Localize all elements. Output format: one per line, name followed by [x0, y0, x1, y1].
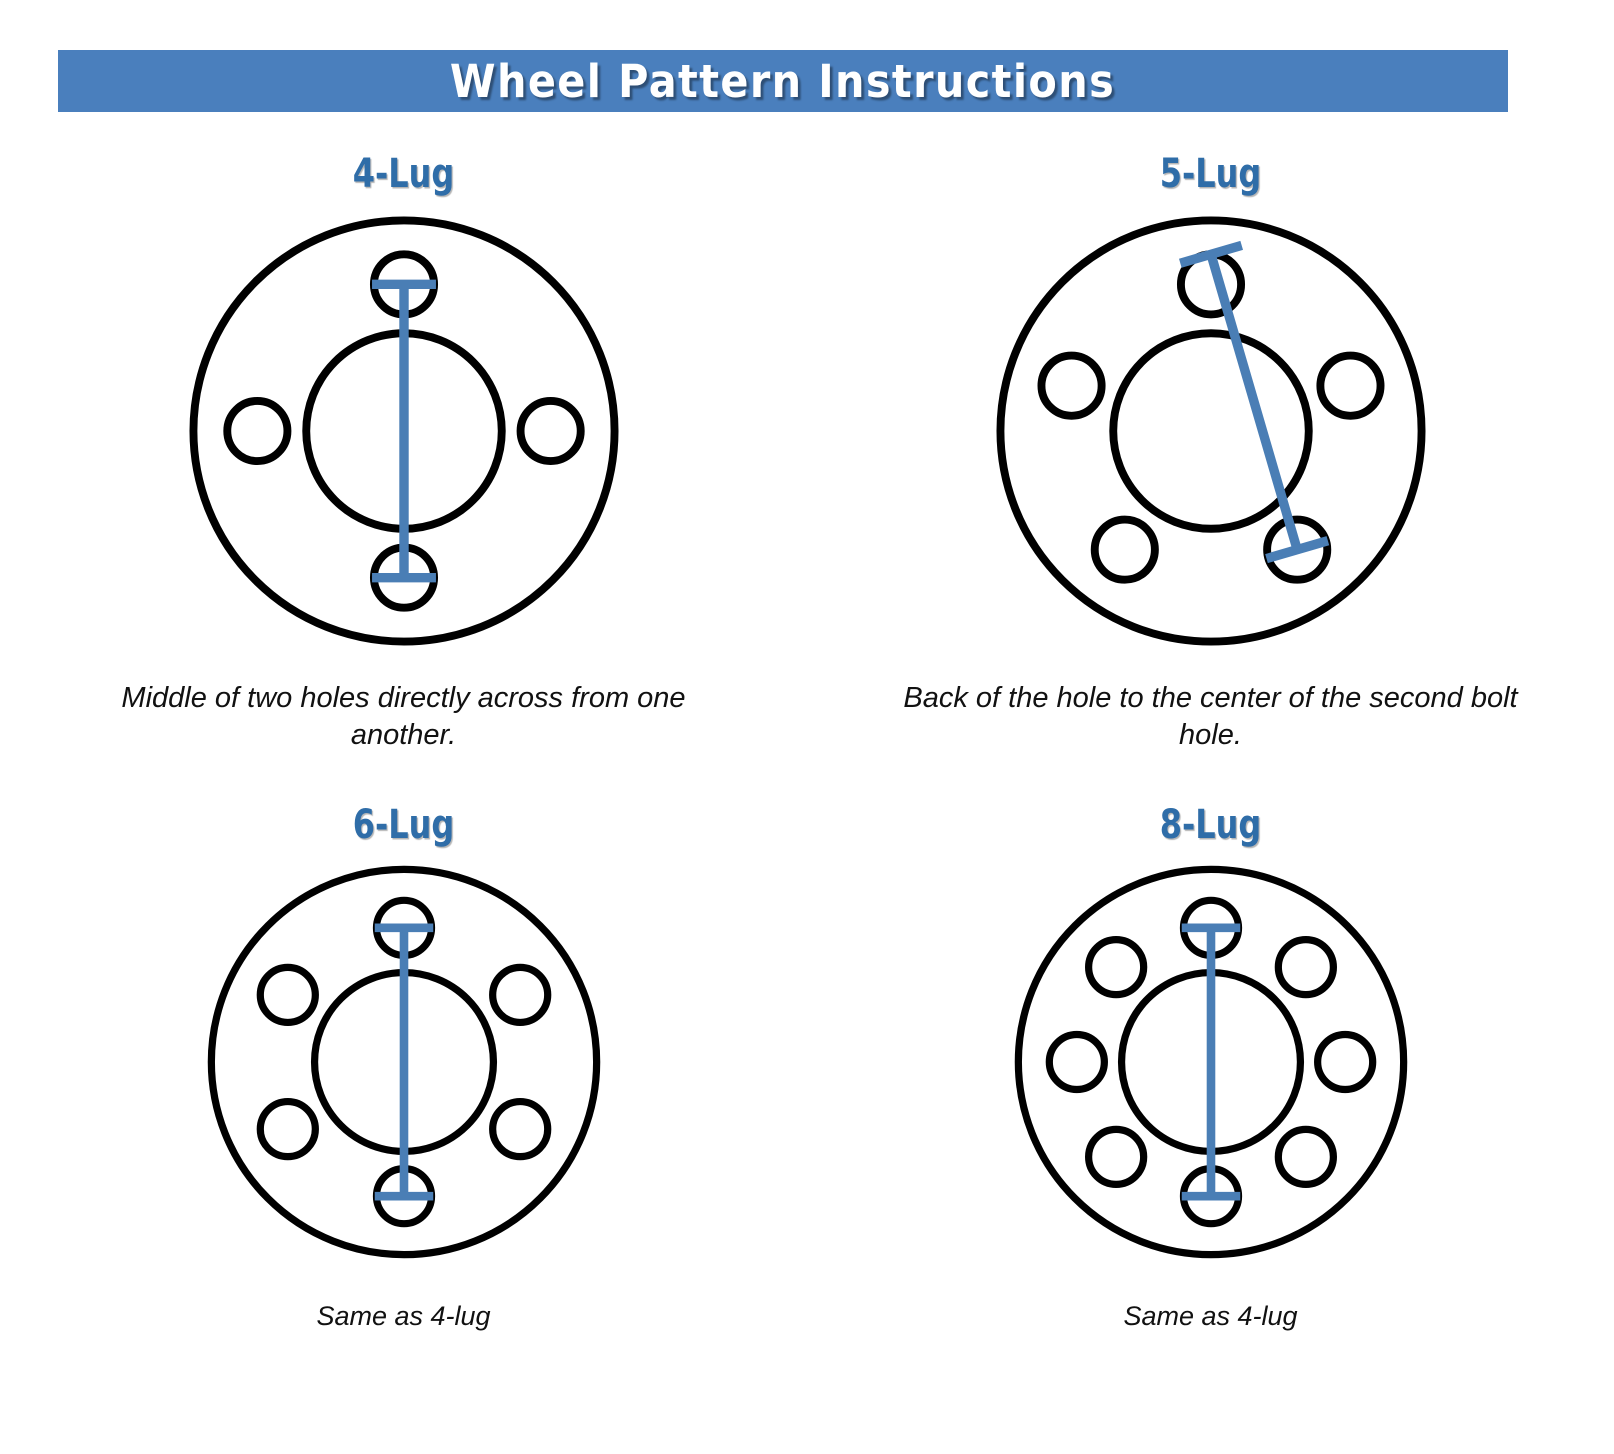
bolt-hole: [488, 963, 551, 1027]
bolt-hole: [256, 963, 319, 1027]
bolt-hole: [488, 1097, 551, 1161]
bolt-hole: [1084, 1125, 1147, 1188]
measure-tick-end: [1264, 536, 1329, 564]
wheel-svg-five-lug: [995, 216, 1426, 646]
wheel-svg-eight-lug: [1014, 865, 1407, 1259]
bolt-hole: [222, 396, 291, 466]
header-bar: Wheel Pattern Instructions: [58, 50, 1508, 112]
panel-title-six-lug: 6-Lug: [352, 802, 455, 848]
measure-tick-start: [1178, 240, 1243, 268]
wheel-diagram-six-lug: [189, 847, 619, 1277]
measure-line: [1205, 252, 1302, 551]
wheel-outline-group: [995, 216, 1426, 646]
panel-eight-lug: 8-Lug Same as 4-lug: [807, 787, 1614, 1454]
wheel-outline-group: [188, 216, 619, 646]
caption-four-lug: Middle of two holes directly across from…: [121, 682, 686, 752]
outer-rim-circle: [1014, 865, 1407, 1259]
panel-five-lug: 5-Lug Back of the hole to the center of …: [807, 120, 1614, 787]
panel-title-four-lug: 4-Lug: [352, 151, 455, 197]
outer-rim-circle: [207, 865, 600, 1259]
bolt-hole: [1045, 1030, 1108, 1094]
wheel-diagram-five-lug: [976, 196, 1446, 666]
wheel-pattern-grid: 4-Lug Middle of two holes directly acros…: [0, 120, 1614, 1454]
panel-four-lug: 4-Lug Middle of two holes directly acros…: [0, 120, 807, 787]
wheel-diagram-four-lug: [169, 196, 639, 666]
caption-five-lug: Back of the hole to the center of the se…: [903, 682, 1518, 752]
caption-eight-lug: Same as 4-lug: [1123, 1301, 1298, 1331]
bolt-hole: [1274, 1125, 1337, 1188]
bolt-hole: [256, 1097, 319, 1161]
bolt-hole: [1037, 351, 1106, 420]
wheel-outline-group: [207, 865, 600, 1259]
wheel-svg-four-lug: [188, 216, 619, 646]
page-title: Wheel Pattern Instructions: [450, 54, 1116, 108]
wheel-svg-six-lug: [207, 865, 600, 1259]
bolt-hole: [1084, 936, 1147, 999]
bolt-hole: [1313, 1030, 1376, 1094]
outer-rim-circle: [995, 216, 1426, 646]
bolt-hole: [1090, 515, 1159, 584]
caption-six-lug: Same as 4-lug: [316, 1301, 491, 1331]
panel-title-five-lug: 5-Lug: [1159, 151, 1262, 197]
hub-bore-circle: [1108, 329, 1313, 533]
wheel-outline-group: [1014, 865, 1407, 1259]
bolt-hole: [516, 396, 585, 466]
bolt-hole: [1315, 351, 1384, 420]
panel-six-lug: 6-Lug Same as 4-lug: [0, 787, 807, 1454]
bolt-hole: [1274, 936, 1337, 999]
panel-title-eight-lug: 8-Lug: [1159, 802, 1262, 848]
wheel-diagram-eight-lug: [996, 847, 1426, 1277]
outer-rim-circle: [188, 216, 619, 646]
